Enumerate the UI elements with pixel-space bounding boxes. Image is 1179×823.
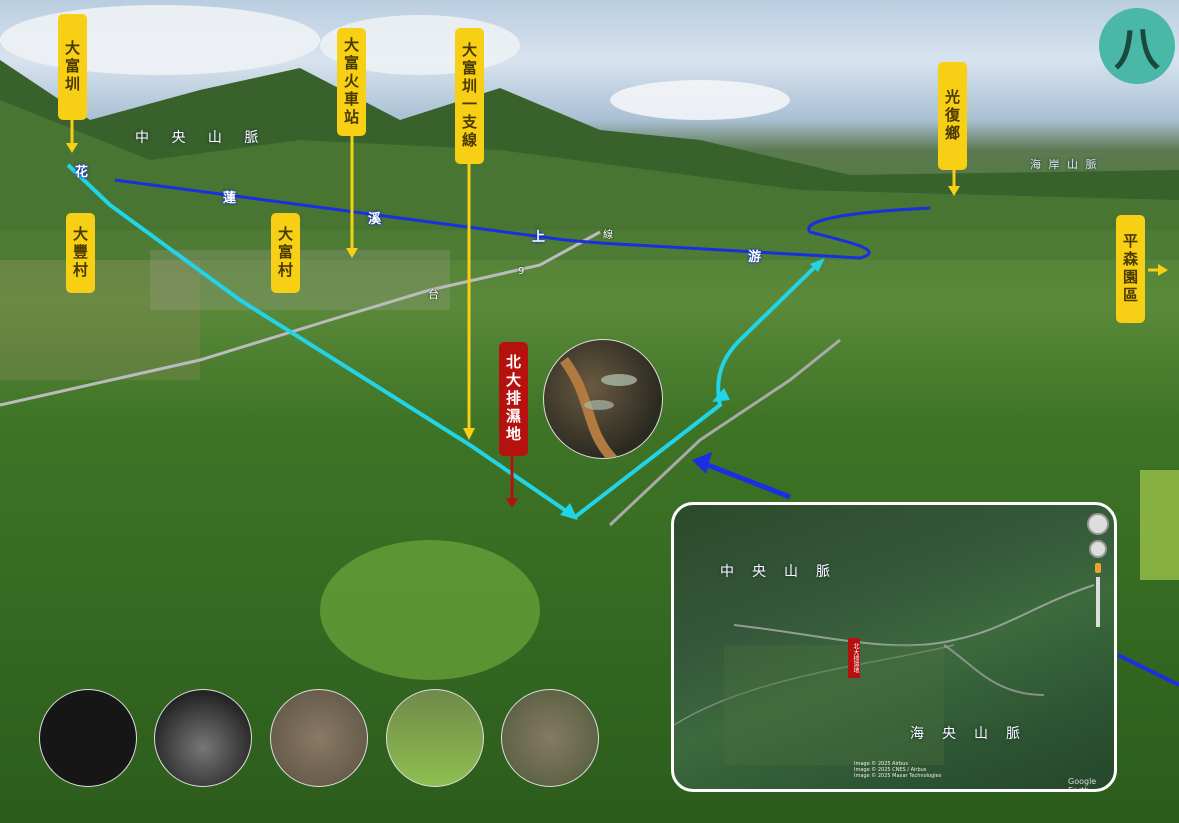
coastal-mountain-label: 海 岸 山 脈 <box>1030 158 1099 171</box>
inset-central-mountain: 中 央 山 脈 <box>720 564 832 580</box>
label-dafeng-village: 大豐村 <box>66 213 95 293</box>
label-dafu-village: 大富村 <box>271 213 300 293</box>
river-char: 蓮 <box>223 191 237 206</box>
dafu-canal-line <box>66 163 822 520</box>
road-char: 線 <box>603 230 613 241</box>
logo: 八 <box>1099 8 1175 84</box>
river-char: 溪 <box>368 212 382 227</box>
river-char: 花 <box>75 165 89 180</box>
pegman-icon[interactable] <box>1095 563 1101 573</box>
label-beida-wetland: 北大排濕地 <box>499 342 528 456</box>
label-pingsen-park: 平森園區 <box>1116 215 1145 323</box>
camera-trap-photo-5 <box>501 689 599 787</box>
central-mountain-label: 中 央 山 脈 <box>135 130 261 146</box>
camera-trap-photo-4 <box>386 689 484 787</box>
road-char: 9 <box>518 266 525 277</box>
zoom-slider[interactable] <box>1096 577 1100 627</box>
image-credits: Image © 2025 Airbus Image © 2025 CNES / … <box>854 761 942 779</box>
hualien-river-line <box>114 178 931 260</box>
road-tai9 <box>0 230 601 407</box>
label-guangfu: 光復鄉 <box>938 62 967 170</box>
river-char: 上 <box>532 230 546 245</box>
google-earth-watermark: Google Earth <box>1068 777 1097 792</box>
label-dafu-canal: 大富圳 <box>58 14 87 120</box>
river-char: 游 <box>748 250 762 265</box>
look-control[interactable] <box>1089 540 1107 558</box>
label-dafu-station: 大富火車站 <box>337 28 366 136</box>
satellite-inset-map[interactable]: 中 央 山 脈 海 央 山 脈 北大排濕地 Image © 2025 Airbu… <box>671 502 1117 792</box>
camera-trap-photo-2 <box>154 689 252 787</box>
inset-wetland-marker: 北大排濕地 <box>848 638 860 678</box>
label-dafu-branch-canal: 大富圳一支線 <box>455 28 484 164</box>
fish-photo <box>543 339 663 459</box>
camera-trap-photo-3 <box>270 689 368 787</box>
camera-trap-photo-1 <box>39 689 137 787</box>
road-char: 台 <box>428 288 439 301</box>
inset-coastal-mountain: 海 央 山 脈 <box>910 726 1022 742</box>
navigation-compass[interactable] <box>1087 513 1109 535</box>
incoming-river-arrow <box>699 459 791 500</box>
